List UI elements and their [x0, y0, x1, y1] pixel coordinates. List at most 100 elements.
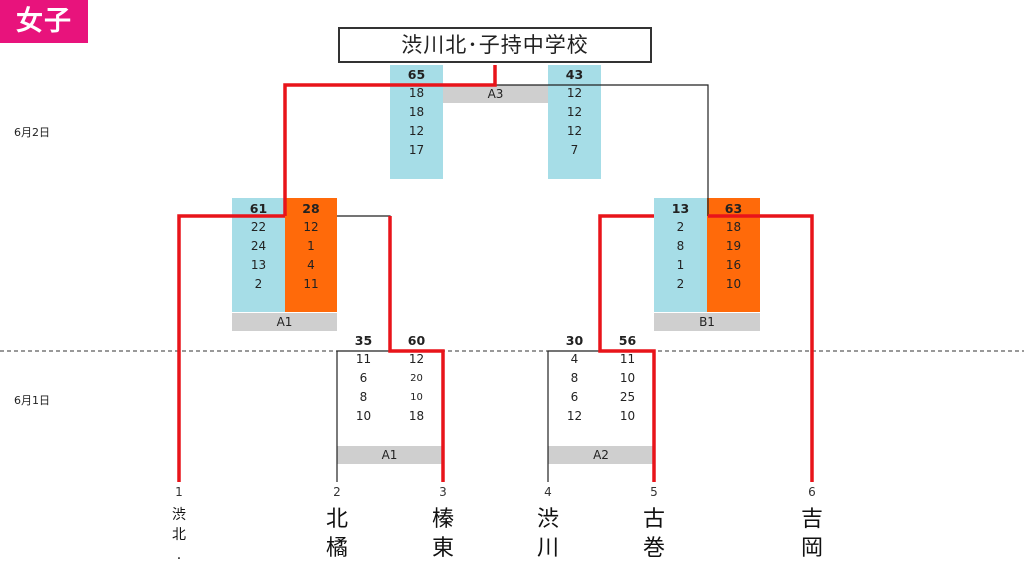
- score-period: 18: [408, 86, 425, 100]
- score-period: 12: [566, 86, 583, 100]
- win-path-team3: [388, 216, 445, 482]
- score-total: 65: [407, 67, 426, 82]
- score-period: 16: [725, 258, 742, 272]
- score-total: 35: [354, 333, 373, 348]
- team-number-1: 1: [175, 485, 183, 499]
- score-total: 63: [724, 201, 743, 216]
- score-total: 30: [565, 333, 584, 348]
- score-period: 2: [254, 277, 263, 291]
- team-name-char: 岡: [800, 536, 823, 561]
- score-period: 10: [725, 277, 742, 291]
- date-day1: 6月1日: [14, 394, 50, 407]
- scores-a1top-left: 61 22 24 13 2: [232, 199, 285, 294]
- score-period: 2: [676, 277, 685, 291]
- score-period: 24: [250, 239, 267, 253]
- team-name-char: 古: [642, 507, 665, 532]
- score-period: 8: [570, 371, 579, 385]
- team-name-char: 川: [536, 536, 559, 561]
- score-period: 11: [355, 352, 372, 366]
- scores-a1-right: 60 12 20 10 18: [390, 331, 443, 426]
- score-period: 8: [359, 390, 368, 404]
- score-period: 12: [408, 352, 425, 366]
- team-number-4: 4: [544, 485, 552, 499]
- score-period: 17: [408, 143, 425, 157]
- score-period: 22: [250, 220, 267, 234]
- scores-b1-left: 13 2 8 1 2: [654, 199, 707, 294]
- date-day2: 6月2日: [14, 126, 50, 139]
- win-path-team6: [708, 214, 814, 482]
- team-name-1: 渋 北 .: [163, 505, 195, 565]
- score-period: 1: [676, 258, 685, 272]
- score-period: 25: [619, 390, 636, 404]
- team-name-char: 榛: [431, 507, 454, 532]
- score-period: 2: [676, 220, 685, 234]
- score-period: 11: [619, 352, 636, 366]
- score-total: 13: [671, 201, 690, 216]
- score-period: 4: [570, 352, 579, 366]
- team-name-char: .: [176, 547, 182, 563]
- team-name-char: 東: [431, 536, 454, 561]
- score-total: 60: [407, 333, 426, 348]
- team-name-6: 吉 岡: [796, 505, 828, 563]
- win-path-a3-left: [283, 65, 497, 216]
- score-period: 8: [676, 239, 685, 253]
- scores-a1-left: 35 11 6 8 10: [337, 331, 390, 426]
- score-period: 10: [619, 371, 636, 385]
- team-number-3: 3: [439, 485, 447, 499]
- team-name-char: 巻: [642, 536, 665, 561]
- score-period: 10: [355, 409, 372, 423]
- score-period: 12: [303, 220, 319, 234]
- score-total: 56: [618, 333, 637, 348]
- scores-b1-right: 63 18 19 16 10: [707, 199, 760, 294]
- scores-a3-left: 65 18 18 12 17: [390, 65, 443, 160]
- win-path-team5: [598, 214, 656, 482]
- scores-a1top-right: 28 12 1 4 11: [285, 199, 337, 294]
- team-name-2: 北 橘: [321, 505, 353, 563]
- winner-box: 渋川北･子持中学校: [338, 27, 652, 63]
- court-label-a1: A1: [337, 446, 442, 464]
- cell-b1-left-bg: [654, 198, 707, 312]
- court-label-a1-top: A1: [232, 313, 337, 331]
- score-period: 7: [570, 143, 579, 157]
- win-path-team1: [177, 214, 285, 482]
- court-label-b1: B1: [654, 313, 760, 331]
- score-total: 28: [302, 201, 320, 216]
- score-period: 12: [566, 105, 583, 119]
- score-period: 20: [410, 373, 423, 384]
- scores-a2-right: 56 11 10 25 10: [601, 331, 654, 426]
- score-period: 12: [566, 409, 583, 423]
- team-number-5: 5: [650, 485, 658, 499]
- team-name-4: 渋 川: [532, 505, 564, 563]
- score-period: 1: [307, 239, 315, 253]
- cell-a3-right-bg: [548, 65, 601, 179]
- score-period: 12: [408, 124, 425, 138]
- score-period: 11: [303, 277, 319, 291]
- score-period: 4: [307, 258, 315, 272]
- category-tag: 女子: [0, 0, 88, 43]
- team-name-5: 古 巻: [638, 505, 670, 563]
- score-total: 61: [249, 201, 268, 216]
- score-period: 12: [566, 124, 583, 138]
- score-total: 43: [565, 67, 584, 82]
- bracket-line-team2: [336, 350, 390, 482]
- cell-a1top-right-bg: [285, 198, 337, 312]
- team-name-3: 榛 東: [427, 505, 459, 563]
- score-period: 18: [408, 105, 425, 119]
- score-period: 19: [725, 239, 742, 253]
- team-number-2: 2: [333, 485, 341, 499]
- team-name-char: 北: [325, 507, 348, 532]
- team-name-char: 橘: [325, 536, 348, 561]
- team-name-char: 吉: [800, 507, 823, 532]
- score-period: 18: [725, 220, 742, 234]
- court-label-a2: A2: [548, 446, 654, 464]
- bracket-line-a3-right: [495, 84, 709, 216]
- bracket-line-team4: [547, 350, 600, 482]
- score-period: 10: [410, 392, 423, 403]
- scores-a3-right: 43 12 12 12 7: [548, 65, 601, 160]
- team-number-6: 6: [808, 485, 816, 499]
- team-name-char: 渋: [536, 507, 559, 532]
- score-period: 6: [570, 390, 579, 404]
- score-period: 6: [359, 371, 368, 385]
- court-label-a3: A3: [443, 85, 548, 103]
